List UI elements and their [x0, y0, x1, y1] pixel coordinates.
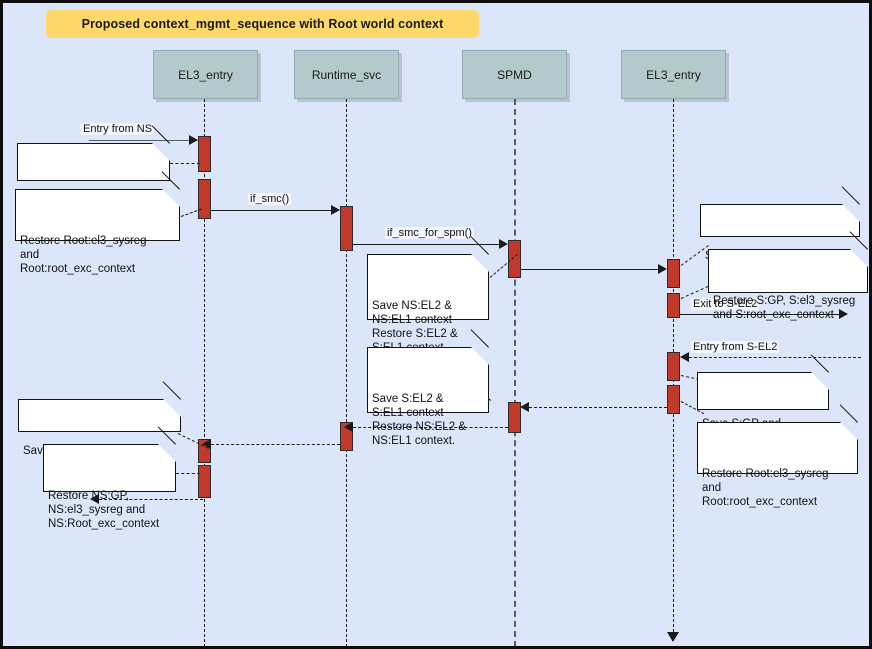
- message-arrow-spmd-to-runtime-svc: [344, 422, 353, 432]
- message-line-entry-from-sel2: [689, 357, 861, 358]
- participant-el3-entry-1[interactable]: EL3_entry: [153, 50, 258, 99]
- participant-spmd[interactable]: SPMD: [462, 50, 567, 99]
- note-fold-icon: [471, 347, 489, 365]
- diagram-title: Proposed context_mgmt_sequence with Root…: [81, 17, 444, 31]
- note-fold-icon: [162, 189, 180, 207]
- message-arrow-if-smc: [331, 205, 340, 215]
- note-fold-line: [470, 236, 489, 255]
- activation-el3-entry-2-b: [667, 293, 680, 318]
- message-arrow-entry-from-ns: [189, 135, 198, 145]
- note-connector-1: [170, 163, 200, 164]
- activation-el3-entry-1-b: [198, 179, 211, 219]
- note-save-ns-el2: Save NS:EL2 & NS:EL1 context Restore S:E…: [367, 236, 489, 354]
- lifeline-el3-entry-1: [204, 99, 205, 646]
- message-arrow-el3-1-exit: [90, 494, 99, 504]
- note-connector-5: [680, 285, 709, 299]
- note-save-ns-gp: Save NS:GP and NS:Root_exc_context: [17, 125, 170, 215]
- note-text: Restore NS:GP, NS:el3_sysreg and NS:Root…: [48, 490, 160, 530]
- activation-spmd-b: [508, 402, 521, 433]
- note-text: Restore Root:el3_sysreg and Root:root_ex…: [702, 468, 829, 508]
- note-fold-icon: [471, 254, 489, 272]
- message-line-runtime-svc-to-el3-1: [211, 444, 340, 445]
- note-connector-10: [176, 473, 200, 474]
- message-arrow-spmd-to-el3-2: [658, 264, 667, 274]
- participant-label: Runtime_svc: [311, 67, 382, 82]
- participant-runtime-svc[interactable]: Runtime_svc: [294, 50, 399, 99]
- activation-el3-entry-2-c: [667, 352, 680, 381]
- note-fold-icon: [842, 204, 860, 222]
- message-label-exit-to-sel2: Exit to S-EL2: [691, 298, 760, 310]
- message-arrow-if-smc-for-spm: [499, 239, 508, 249]
- note-restore-ns-gp: Restore NS:GP, NS:el3_sysreg and NS:Root…: [43, 426, 176, 530]
- note-fold-icon: [163, 399, 181, 417]
- lifeline-runtime-svc: [346, 99, 347, 646]
- activation-runtime-svc-a: [340, 206, 353, 251]
- message-label-if-smc: if_smc(): [248, 193, 292, 205]
- activation-el3-entry-1-a: [198, 136, 211, 172]
- note-save-root-exc-context-1: Save Root:root_exc_context: [700, 186, 860, 262]
- participant-el3-entry-2[interactable]: EL3_entry: [621, 50, 726, 99]
- message-label-if-smc-for-spm: if_smc_for_spm(): [385, 227, 474, 239]
- note-restore-root-el3-sysreg-1: Restore Root:el3_sysreg and Root:root_ex…: [15, 171, 180, 275]
- message-line-entry-from-ns: [89, 140, 197, 141]
- message-line-spmd-to-el3-2: [521, 269, 661, 270]
- message-line-spmd-to-runtime-svc: [353, 427, 508, 428]
- note-fold-icon: [840, 422, 858, 440]
- note-text: Save S:EL2 & S:EL1 context Restore NS:EL…: [372, 393, 466, 447]
- message-label-entry-from-ns: Entry from NS: [81, 123, 155, 135]
- note-save-s-gp: Save S:GP and S:root_exc_context: [697, 354, 829, 444]
- message-label-entry-from-sel2: Entry from S-EL2: [691, 341, 780, 353]
- message-line-exit-to-sel2: [680, 314, 842, 315]
- note-fold-line: [162, 381, 181, 400]
- note-fold-line: [839, 404, 858, 423]
- message-line-if-smc-for-spm: [353, 244, 502, 245]
- activation-el3-entry-1-d: [198, 465, 211, 498]
- message-line-el3-2-to-spmd: [529, 407, 667, 408]
- note-text: Restore S:GP, S:el3_sysreg and S:root_ex…: [713, 295, 856, 321]
- activation-spmd-a: [508, 240, 521, 278]
- note-restore-root-el3-sysreg-2: Restore Root:el3_sysreg and Root:root_ex…: [697, 404, 858, 508]
- note-fold-icon: [850, 249, 868, 267]
- participant-label: EL3_entry: [646, 67, 701, 82]
- note-restore-s-gp: Restore S:GP, S:el3_sysreg and S:root_ex…: [708, 231, 868, 321]
- note-fold-line: [841, 186, 860, 205]
- message-arrow-el3-2-to-spmd: [520, 402, 529, 412]
- lifeline-end-arrow: [667, 632, 679, 642]
- activation-el3-entry-2-d: [667, 385, 680, 414]
- note-fold-icon: [152, 143, 170, 161]
- note-fold-icon: [158, 444, 176, 462]
- message-arrow-runtime-svc-to-el3-1: [202, 439, 211, 449]
- note-text: Restore Root:el3_sysreg and Root:root_ex…: [20, 235, 147, 275]
- lifeline-spmd: [514, 99, 516, 646]
- participant-label: SPMD: [497, 67, 532, 82]
- note-fold-line: [470, 329, 489, 348]
- message-line-el3-1-exit: [99, 499, 203, 500]
- message-line-if-smc: [211, 210, 334, 211]
- activation-el3-entry-2-a: [667, 259, 680, 288]
- message-arrow-entry-from-sel2: [680, 352, 689, 362]
- participant-label: EL3_entry: [178, 67, 233, 82]
- note-fold-icon: [811, 372, 829, 390]
- note-text: Save NS:EL2 & NS:EL1 context Restore S:E…: [372, 300, 458, 354]
- message-arrow-exit-to-sel2: [839, 309, 848, 319]
- note-save-s-el2: Save S:EL2 & S:EL1 context Restore NS:EL…: [367, 329, 489, 447]
- diagram-title-banner: Proposed context_mgmt_sequence with Root…: [46, 10, 479, 38]
- note-save-root-exc-context-2: Save Root:root_exc_context: [18, 381, 181, 457]
